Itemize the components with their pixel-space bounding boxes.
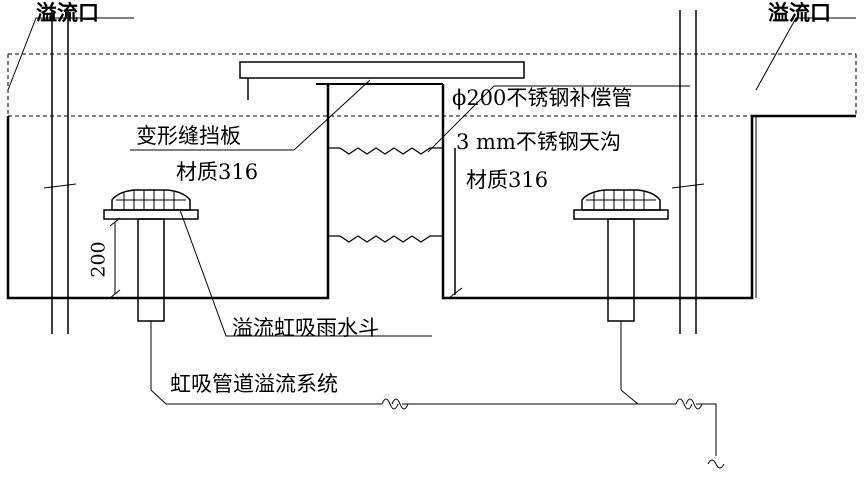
overflow-outlet-label-left: 溢流口 [36, 0, 99, 25]
siphon-system-label: 虹吸管道溢流系统 [170, 372, 338, 396]
right-column [671, 10, 705, 334]
left-gutter [6, 78, 330, 300]
right-siphon-drain [573, 189, 669, 405]
baffle-label: 变形缝挡板 [136, 124, 241, 148]
gutter-label: 3 mm不锈钢天沟 [456, 130, 621, 154]
left-column [43, 10, 77, 334]
overflow-level-outline [7, 53, 857, 117]
deformation-joint-baffle [239, 61, 525, 90]
leader-lines [7, 17, 856, 337]
dimension-200 [109, 217, 121, 299]
overflow-outlet-label-right: 溢流口 [768, 0, 831, 25]
compensation-pipe [328, 147, 443, 243]
right-gutter [441, 84, 856, 300]
siphon-drain-label: 溢流虹吸雨水斗 [232, 316, 379, 340]
compensation-pipe-label: ϕ200不锈钢补偿管 [452, 86, 633, 110]
gutter-material-label: 材质316 [466, 168, 549, 192]
baffle-material-label: 材质316 [176, 160, 259, 184]
dimension-label: 200 [87, 241, 110, 278]
left-siphon-drain [103, 189, 199, 390]
siphon-pipe-system [150, 389, 725, 469]
